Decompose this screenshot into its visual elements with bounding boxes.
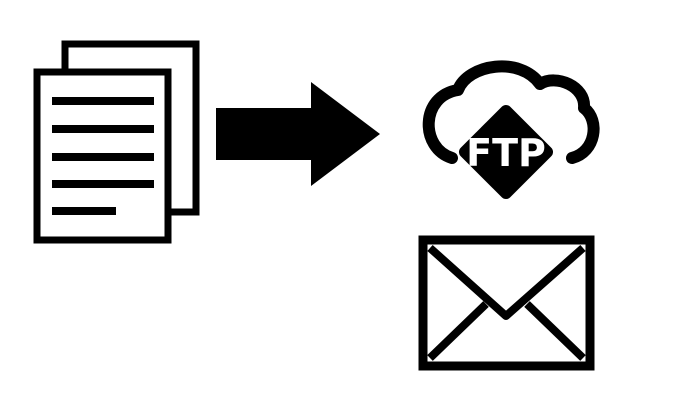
ftp-cloud-icon: FTP (422, 60, 600, 200)
documents-icon (33, 40, 200, 244)
text-line (52, 97, 154, 105)
text-line (52, 207, 116, 215)
ftp-label: FTP (466, 131, 546, 175)
cloud-outline (422, 60, 600, 164)
text-line (52, 153, 154, 161)
text-line (52, 125, 154, 133)
arrow-right-icon (216, 82, 380, 186)
ftp-diamond (458, 104, 554, 200)
envelope-body (418, 235, 595, 371)
email-envelope-icon (418, 235, 595, 371)
document-text-lines (52, 97, 154, 215)
envelope-fold-left (427, 301, 489, 361)
envelope-flap (427, 245, 586, 320)
envelope-fold-right (524, 301, 586, 361)
text-line (52, 180, 154, 188)
